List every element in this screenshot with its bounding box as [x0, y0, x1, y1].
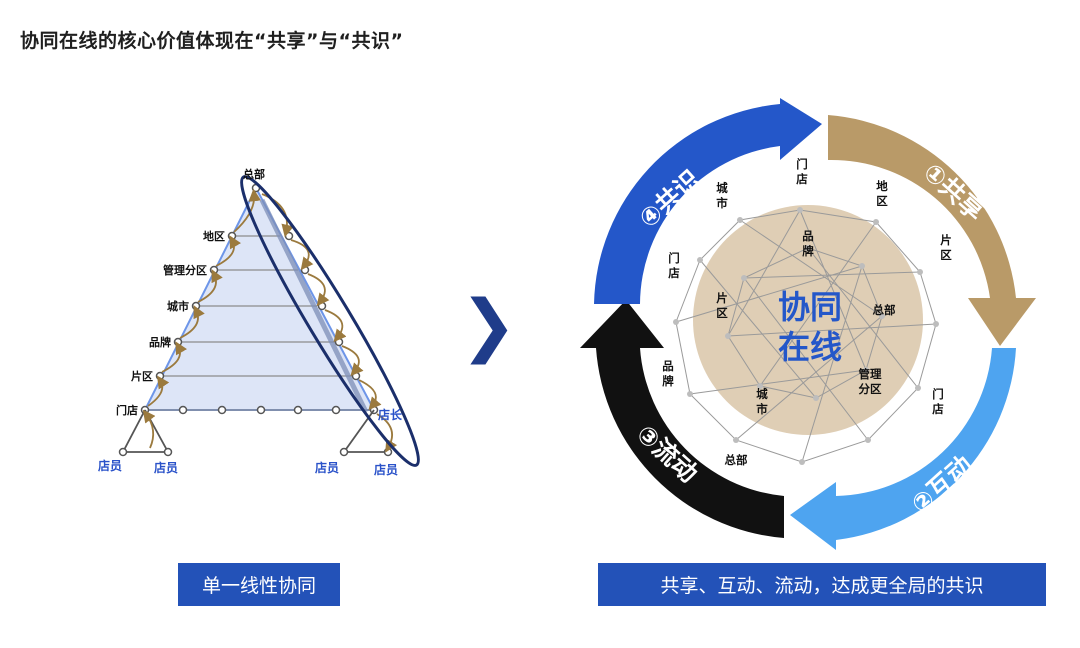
- arc-consensus: [594, 98, 822, 304]
- label-clerk-3: 店员: [315, 460, 339, 475]
- web-labels: 门店地区片区总部门店总部品牌门店城市品牌片区管理分区城市: [662, 157, 952, 467]
- label-level-brand: 品牌: [149, 335, 171, 349]
- label-level-region: 地区: [203, 229, 225, 243]
- label-clerk-2: 店员: [154, 460, 178, 475]
- label-level-district: 管理分区: [163, 263, 207, 277]
- center-label-line2: 在线: [778, 328, 842, 366]
- web-outer-label-1: 地区: [876, 179, 888, 208]
- arc-share: [828, 115, 1036, 346]
- label-headquarters: 总部: [243, 167, 265, 181]
- web-inner-label-1: 片区: [716, 291, 728, 320]
- web-outer-label-0: 门店: [796, 157, 808, 186]
- center-label-line1: 协同: [778, 288, 842, 326]
- web-inner-label-2: 管理分区: [859, 367, 882, 396]
- page-title: 协同在线的核心价值体现在“共享”与“共识”: [20, 30, 404, 52]
- web-outer-label-8: 城市: [716, 181, 728, 210]
- web-outer-label-4: 门店: [932, 387, 944, 416]
- label-level-city: 城市: [167, 299, 189, 313]
- label-store-manager: 店长: [378, 407, 403, 422]
- cycle-diagram: [580, 98, 1036, 550]
- web-outer-label-3: 总部: [873, 303, 896, 317]
- web-outer-label-2: 片区: [940, 233, 952, 262]
- label-level-store: 门店: [116, 403, 138, 417]
- web-inner-label-3: 城市: [756, 387, 768, 416]
- caption-global-consensus: 共享、互动、流动，达成更全局的共识: [598, 563, 1046, 606]
- hierarchy-triangle: [118, 175, 420, 467]
- arc-interact: [790, 348, 1016, 550]
- web-outer-label-5: 总部: [725, 453, 748, 467]
- label-clerk-4: 店员: [374, 462, 398, 477]
- web-outer-label-6: 品牌: [662, 359, 674, 388]
- arc-flow: [580, 300, 784, 538]
- web-outer-label-7: 门店: [668, 251, 680, 280]
- web-inner-label-0: 品牌: [802, 229, 814, 258]
- chevron-right-icon: ❯: [460, 286, 517, 365]
- label-clerk-1: 店员: [98, 458, 122, 473]
- caption-linear-collaboration: 单一线性协同: [178, 563, 340, 606]
- label-level-area: 片区: [131, 369, 153, 383]
